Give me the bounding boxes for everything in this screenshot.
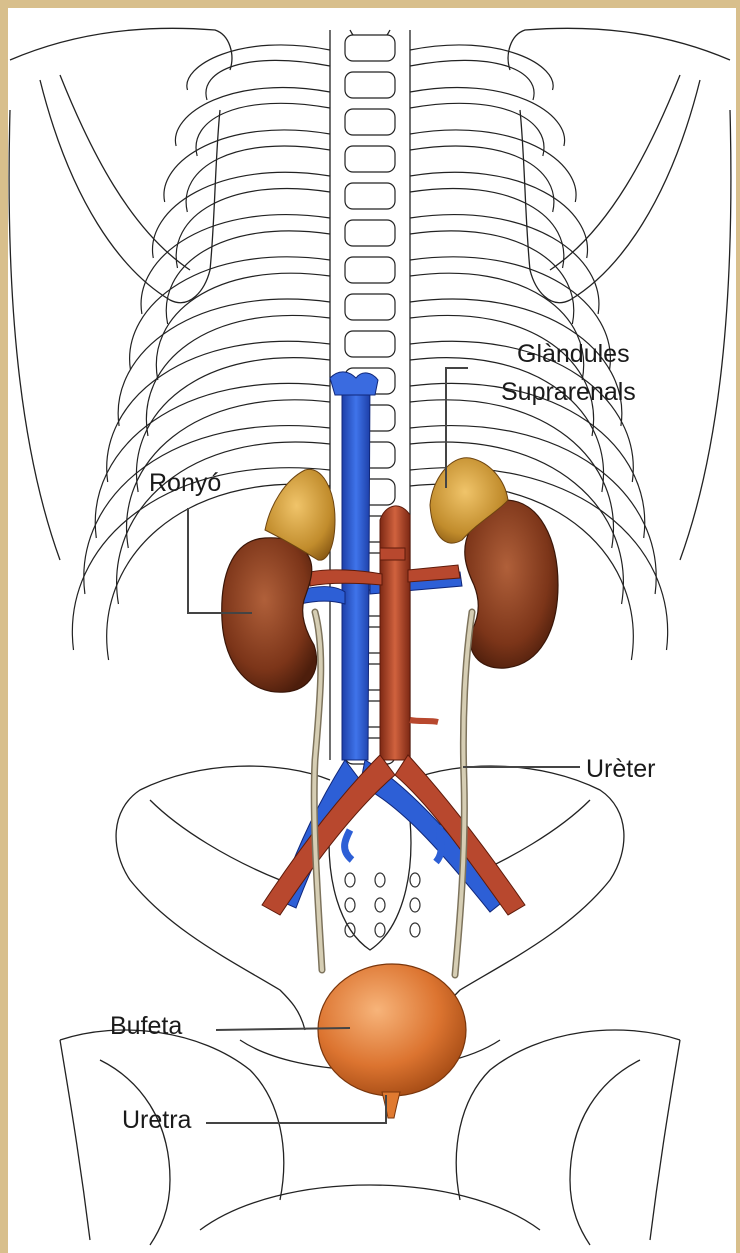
- rib: [410, 130, 576, 202]
- vertebra: [345, 72, 395, 98]
- sacral-foramen: [410, 898, 420, 912]
- label-uretra: Uretra: [122, 1108, 191, 1133]
- rib: [410, 103, 544, 156]
- rib: [196, 103, 330, 156]
- rib: [176, 188, 330, 268]
- sacral-foramen: [410, 923, 420, 937]
- label-glandules-line2: Suprarenals: [501, 380, 636, 405]
- rib: [146, 315, 330, 436]
- rib: [410, 146, 554, 212]
- vertebra: [345, 183, 395, 209]
- vertebra: [345, 109, 395, 135]
- sacral-foramen: [345, 873, 355, 887]
- rib: [410, 60, 534, 100]
- sacral-foramen: [375, 873, 385, 887]
- rib: [410, 87, 565, 146]
- vertebra: [345, 257, 395, 283]
- rib: [175, 87, 330, 146]
- label-glandules-line1: Glàndules: [517, 342, 630, 367]
- vertebra: [345, 331, 395, 357]
- label-bufeta: Bufeta: [110, 1014, 182, 1039]
- rib: [164, 130, 330, 202]
- rib: [118, 299, 330, 426]
- right-kidney: [465, 500, 558, 668]
- rib: [410, 188, 564, 268]
- vertebra: [345, 35, 395, 61]
- label-ronyo: Ronyó: [149, 471, 221, 496]
- urethra: [382, 1092, 400, 1118]
- vertebra: [345, 220, 395, 246]
- rib: [186, 146, 330, 212]
- vertebra: [345, 294, 395, 320]
- sacral-foramen: [375, 923, 385, 937]
- label-ureter: Urèter: [586, 757, 655, 782]
- sacral-foramen: [345, 898, 355, 912]
- vertebra: [345, 146, 395, 172]
- sacral-foramen: [410, 873, 420, 887]
- sacral-foramen: [375, 898, 385, 912]
- bladder: [318, 964, 466, 1096]
- rib: [410, 315, 594, 436]
- sacrum-foramina: [345, 873, 420, 937]
- left-kidney: [222, 538, 317, 692]
- rib: [206, 60, 330, 100]
